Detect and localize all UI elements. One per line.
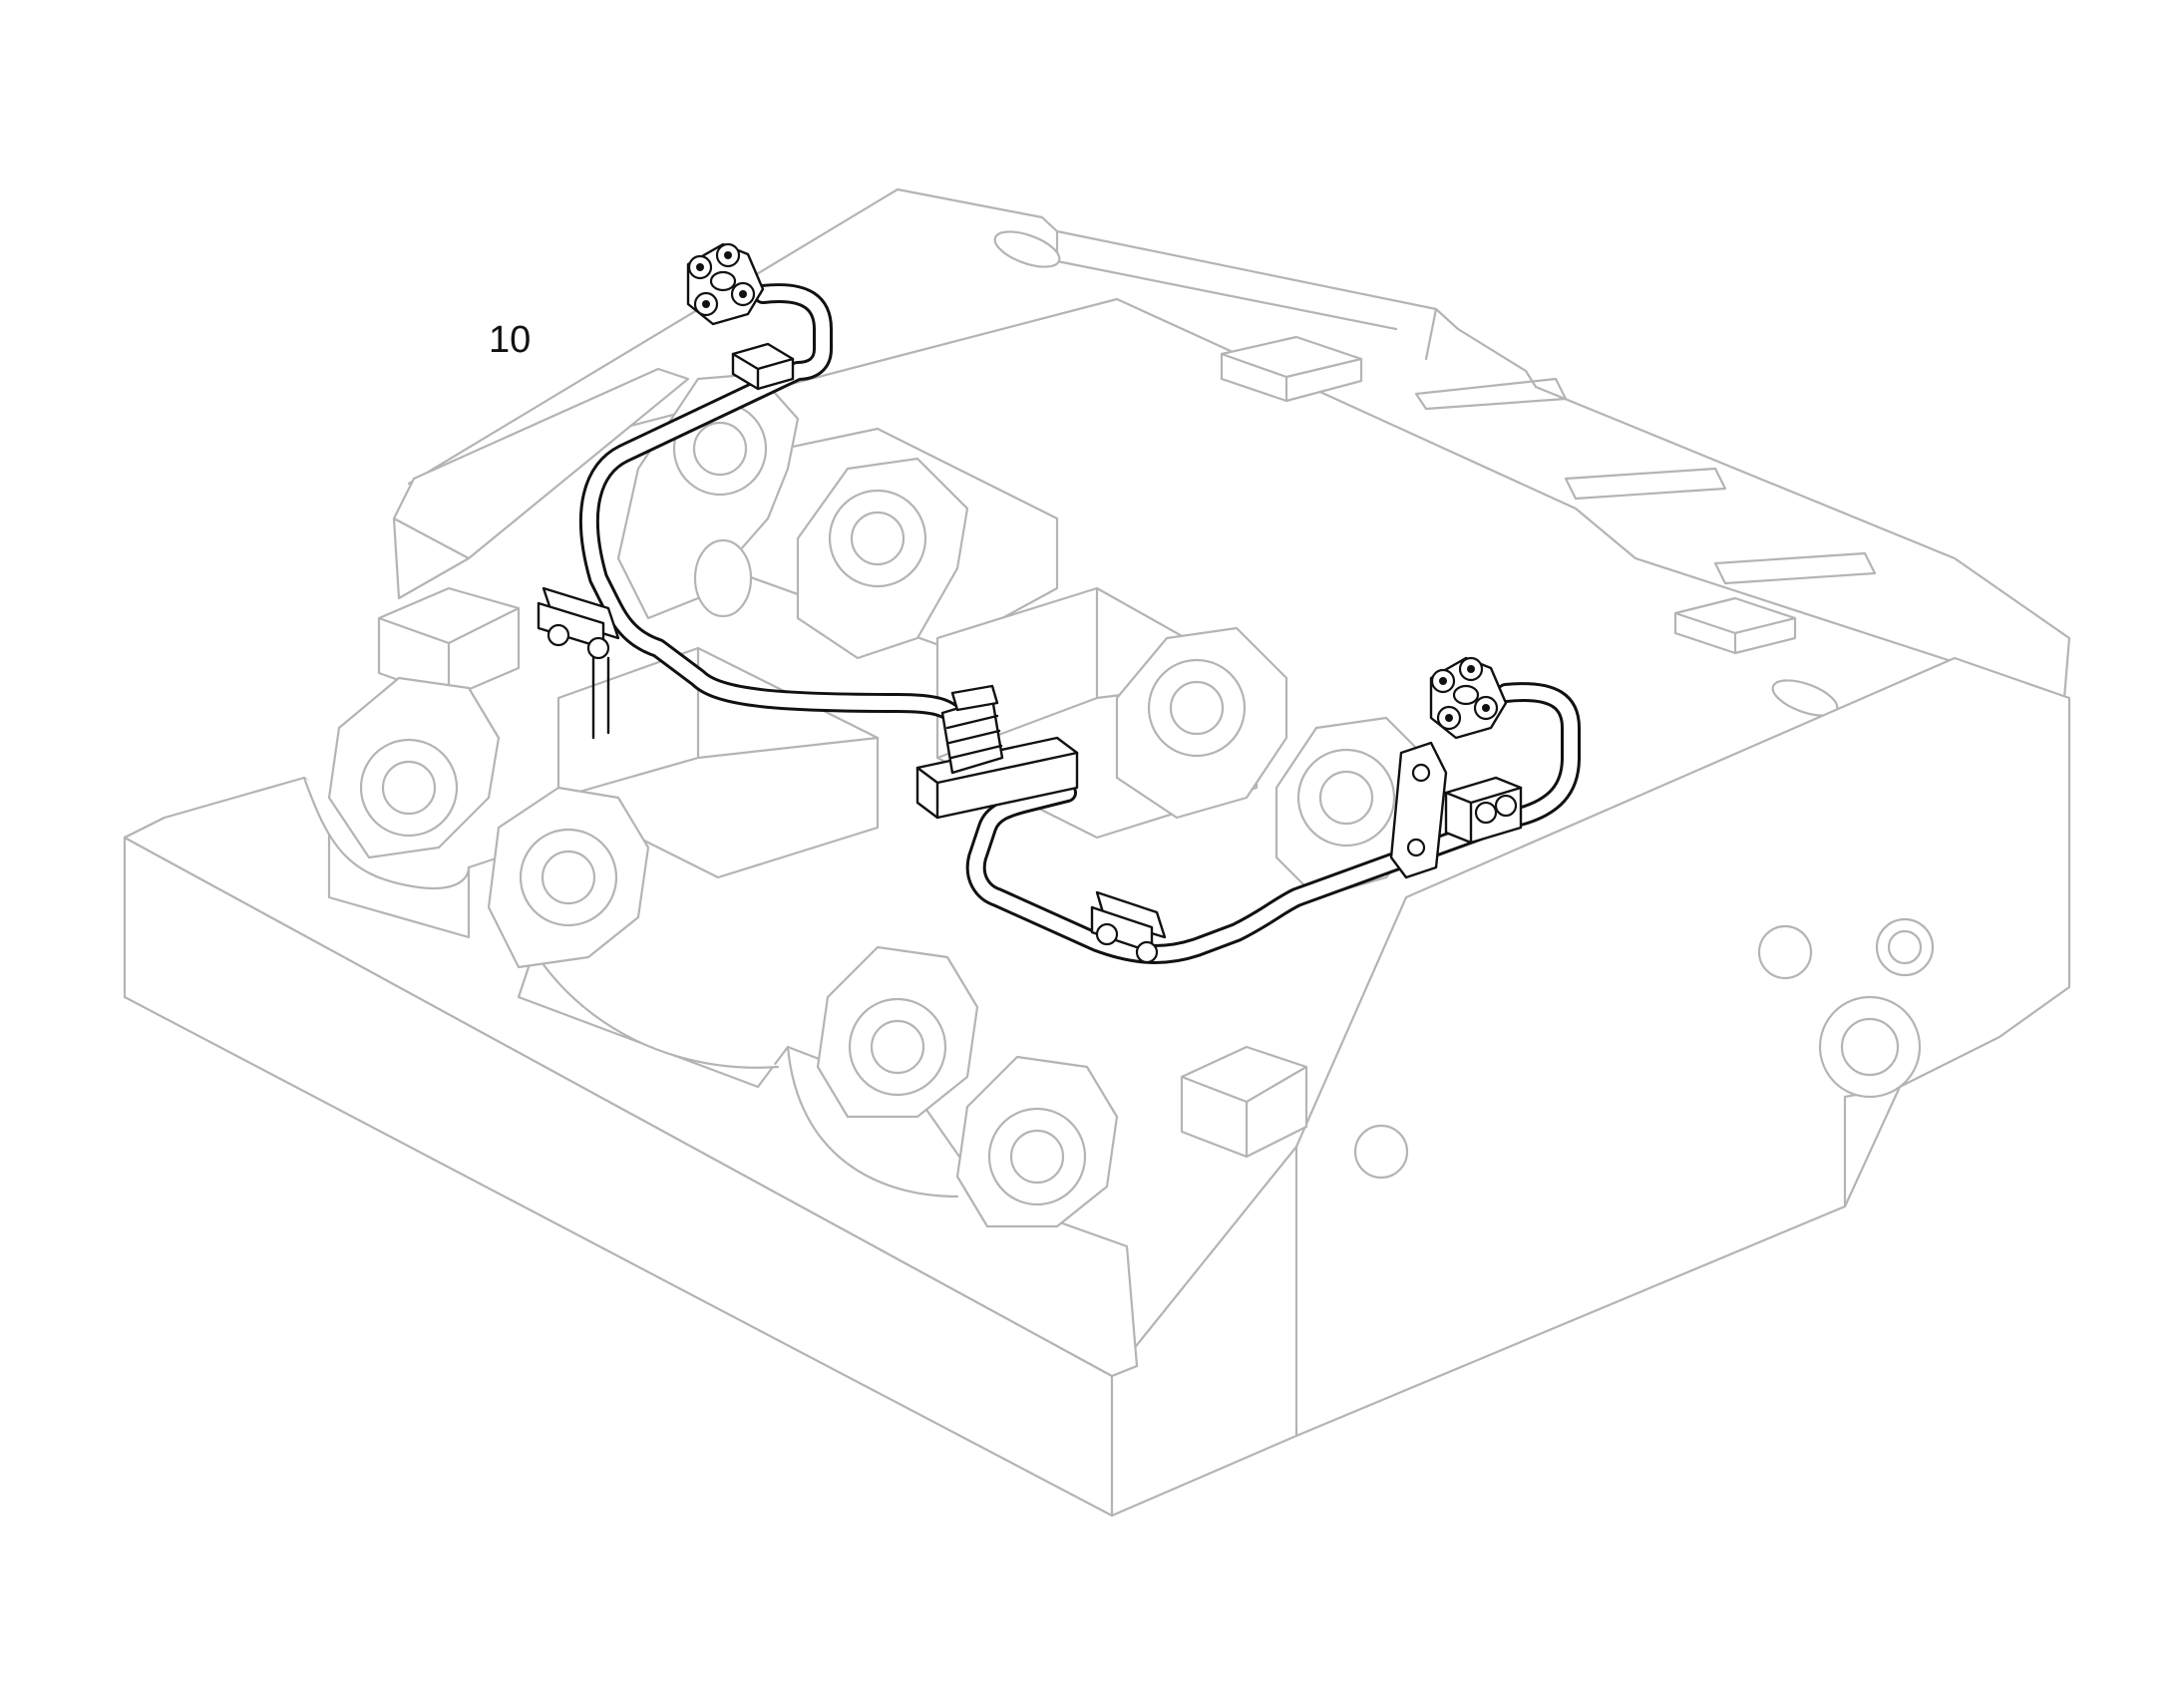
side-plate-hole-lower bbox=[1353, 1124, 1409, 1180]
left-flange-fitting bbox=[686, 242, 765, 326]
elbow-fitting bbox=[940, 684, 1004, 775]
right-mounting-bracket bbox=[1389, 741, 1523, 879]
top-slot-hole bbox=[993, 230, 1061, 268]
right-pipe-clamp bbox=[1090, 890, 1167, 964]
right-flange-fitting bbox=[1429, 656, 1508, 740]
left-top-clamp bbox=[731, 342, 795, 391]
frame-assembly bbox=[123, 187, 2071, 1518]
side-plate-hole-upper bbox=[1757, 924, 1813, 980]
callout-label: 10 bbox=[489, 319, 532, 361]
top-pad-block bbox=[1220, 335, 1363, 403]
top-pad-block-2 bbox=[1673, 596, 1797, 655]
pipe-assembly-part-10 bbox=[537, 242, 1581, 964]
center-tee-block bbox=[915, 736, 1079, 820]
front-base-side bbox=[1110, 656, 2071, 1518]
left-pipe-clamp bbox=[537, 586, 620, 740]
